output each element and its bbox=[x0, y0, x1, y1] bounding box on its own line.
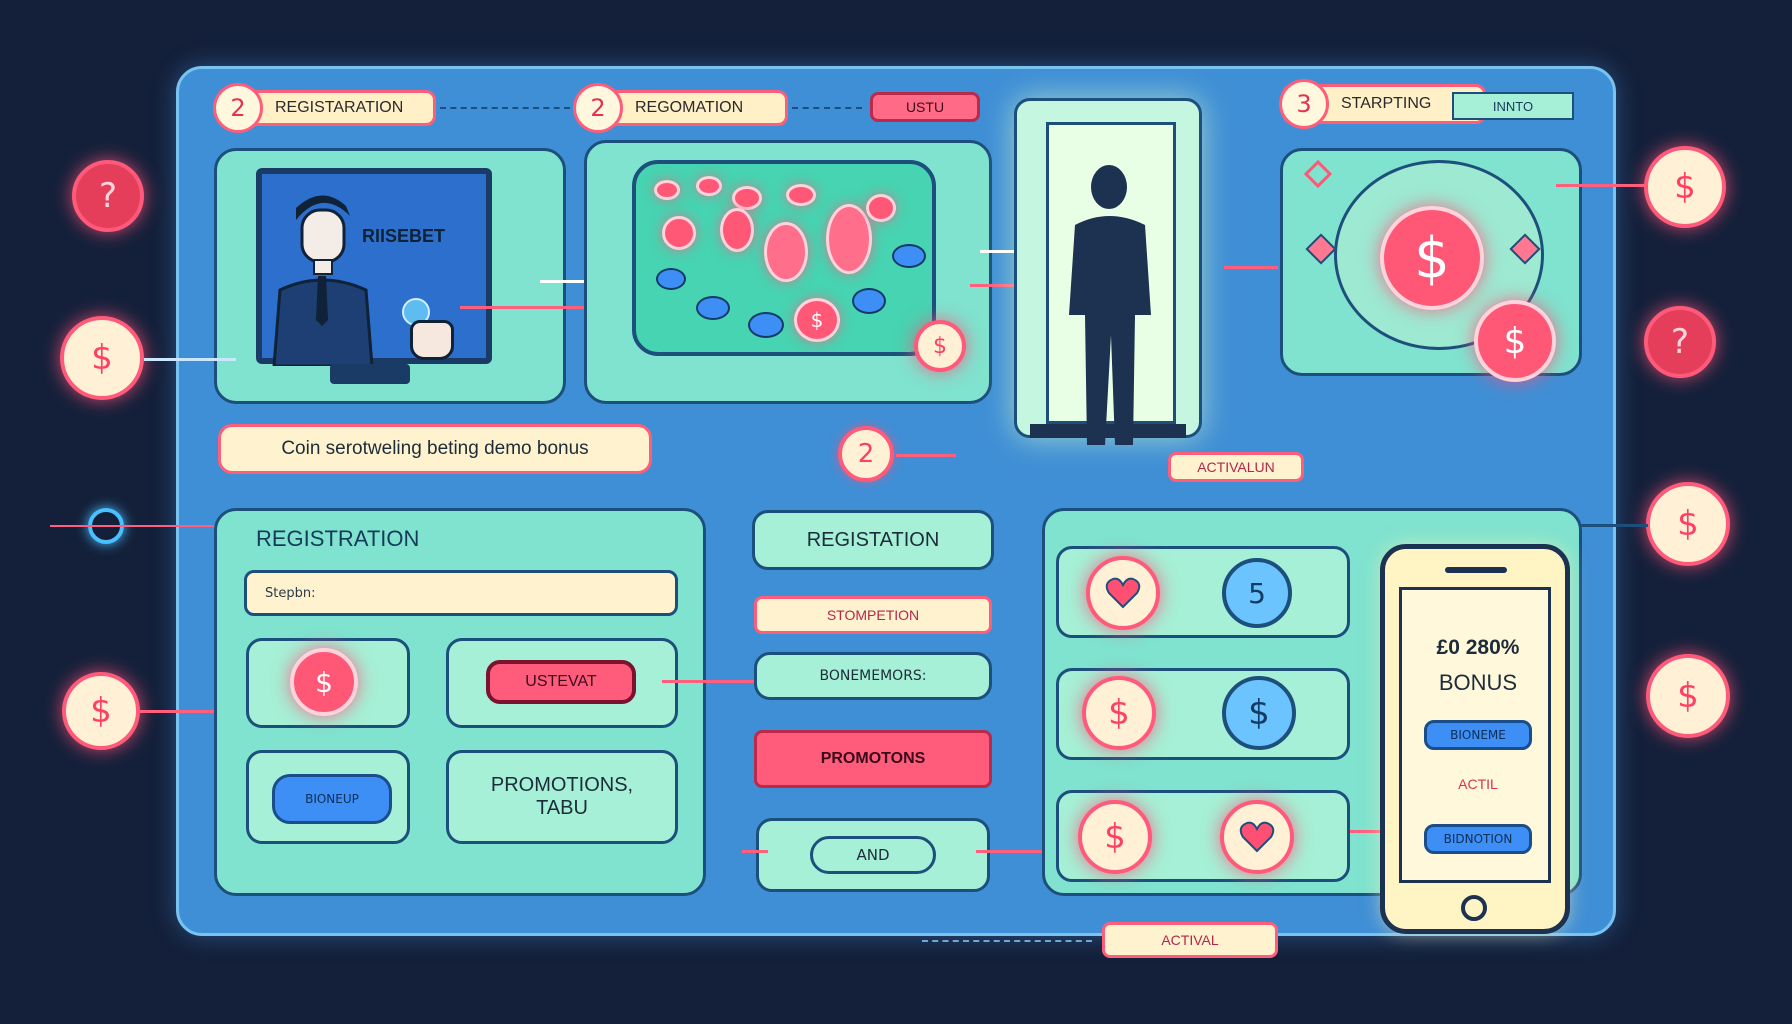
activation-label: ACTIVAL bbox=[1102, 922, 1278, 958]
doorway bbox=[1046, 122, 1176, 445]
promotions-button[interactable]: PROMOTONS bbox=[754, 730, 992, 788]
phone-button-1[interactable]: BIONEME bbox=[1424, 720, 1532, 750]
dollar-icon[interactable]: $ bbox=[1646, 482, 1730, 566]
chip-table: $ bbox=[632, 160, 936, 356]
bioneup-button[interactable]: BIONEUP bbox=[272, 774, 392, 824]
act-label: ACTIL bbox=[1458, 776, 1498, 792]
chip bbox=[732, 186, 762, 210]
bonus-label: BONUS bbox=[1438, 670, 1518, 695]
bonus-amount: £0 280% bbox=[1436, 636, 1520, 659]
step-label: REGOMATION bbox=[635, 99, 744, 116]
connector-arrow bbox=[896, 454, 956, 457]
dollar-icon[interactable]: $ bbox=[914, 320, 966, 372]
connector bbox=[1350, 830, 1380, 833]
connector bbox=[662, 680, 766, 683]
phone-button-2[interactable]: BIDNOTION bbox=[1424, 824, 1532, 854]
step-registration[interactable]: 2 REGISTARATION bbox=[213, 83, 436, 133]
tag-ustu[interactable]: USTU bbox=[870, 92, 980, 122]
monitor-screen: RIISEBET bbox=[256, 168, 492, 366]
step-number: 2 bbox=[573, 83, 623, 133]
heart-icon bbox=[1086, 556, 1160, 630]
chip bbox=[866, 194, 896, 222]
step-label: STARPTING bbox=[1341, 95, 1432, 112]
connector bbox=[976, 850, 1042, 853]
dollar-icon: $ bbox=[1078, 800, 1152, 874]
step-number: 2 bbox=[213, 83, 263, 133]
chip-stack bbox=[764, 222, 808, 282]
person-icon bbox=[272, 195, 374, 366]
registration-step-card[interactable]: REGISTATION bbox=[752, 510, 994, 570]
registration-input[interactable]: Stepbn: bbox=[244, 570, 678, 616]
chip bbox=[696, 176, 722, 196]
big-dollar-icon[interactable]: $ bbox=[1380, 206, 1484, 310]
heart-icon bbox=[1220, 800, 1294, 874]
connector bbox=[50, 525, 214, 527]
step-regomation[interactable]: 2 REGOMATION bbox=[573, 83, 788, 133]
phone-screen: £0 280% BONUS BIONEME ACTIL BIDNOTION bbox=[1399, 587, 1551, 883]
connector bbox=[440, 107, 570, 109]
promotions-card[interactable]: PROMOTIONS, TABU bbox=[446, 750, 678, 844]
dollar-icon[interactable]: $ bbox=[60, 316, 144, 400]
number-coin: 5 bbox=[1222, 558, 1292, 628]
brand-label: RIISEBET bbox=[362, 226, 446, 246]
step-label: REGISTARATION bbox=[275, 99, 404, 116]
bonus-banner[interactable]: Coin serotweling beting demo bonus bbox=[218, 424, 652, 474]
step-starting[interactable]: 3 STARPTING bbox=[1279, 79, 1486, 129]
chip-blue bbox=[656, 268, 686, 290]
connector bbox=[1572, 524, 1648, 527]
chip-stack bbox=[720, 208, 754, 252]
and-button[interactable]: AND bbox=[810, 836, 936, 874]
chip-blue bbox=[852, 288, 886, 314]
phone-speaker bbox=[1445, 567, 1507, 573]
stompetion-button[interactable]: STOMPETION bbox=[754, 596, 992, 634]
location-pin-dollar-icon[interactable]: $ bbox=[1474, 300, 1556, 382]
blue-dollar-icon: $ bbox=[1222, 676, 1296, 750]
connector-arrow bbox=[540, 280, 592, 283]
chip-stack bbox=[826, 204, 872, 274]
chip-stack bbox=[662, 216, 696, 250]
dollar-chip: $ bbox=[794, 298, 840, 342]
ustevat-button[interactable]: USTEVAT bbox=[486, 660, 636, 704]
dollar-icon: $ bbox=[290, 648, 358, 716]
door-base bbox=[1030, 424, 1186, 438]
chip bbox=[786, 184, 816, 206]
connector bbox=[1556, 184, 1646, 187]
cursor-hand-icon bbox=[410, 320, 454, 360]
dollar-icon[interactable]: $ bbox=[1644, 146, 1726, 228]
connector bbox=[742, 850, 768, 853]
connector-arrow bbox=[970, 284, 1042, 287]
connector bbox=[144, 358, 236, 361]
connector bbox=[922, 940, 1092, 942]
question-icon[interactable]: ? bbox=[72, 160, 144, 232]
option-card[interactable] bbox=[446, 638, 678, 728]
connector-arrow bbox=[980, 250, 1040, 253]
chip-blue bbox=[748, 312, 784, 338]
connector-arrow bbox=[460, 306, 600, 309]
chip-blue bbox=[696, 296, 730, 320]
connector-arrow bbox=[1224, 266, 1278, 269]
dollar-icon[interactable]: $ bbox=[1646, 654, 1730, 738]
person-standing-icon bbox=[1069, 165, 1151, 445]
bonus-memos-card[interactable]: BONEMEMORS: bbox=[754, 652, 992, 700]
chip bbox=[654, 180, 680, 200]
step-number: 3 bbox=[1279, 79, 1329, 129]
door-label: ACTIVALUN bbox=[1168, 452, 1304, 482]
home-button[interactable] bbox=[1461, 895, 1487, 921]
question-icon[interactable]: ? bbox=[1644, 306, 1716, 378]
registration-title: REGISTRATION bbox=[256, 526, 420, 551]
connector bbox=[792, 107, 862, 109]
chip-blue bbox=[892, 244, 926, 268]
phone: £0 280% BONUS BIONEME ACTIL BIDNOTION bbox=[1380, 544, 1570, 934]
monitor-stand bbox=[330, 364, 410, 384]
dollar-icon[interactable]: $ bbox=[62, 672, 140, 750]
step-number-coin[interactable]: 2 bbox=[838, 426, 894, 482]
dollar-icon: $ bbox=[1082, 676, 1156, 750]
connector bbox=[140, 710, 250, 713]
tag-into: INNTO bbox=[1452, 92, 1574, 120]
